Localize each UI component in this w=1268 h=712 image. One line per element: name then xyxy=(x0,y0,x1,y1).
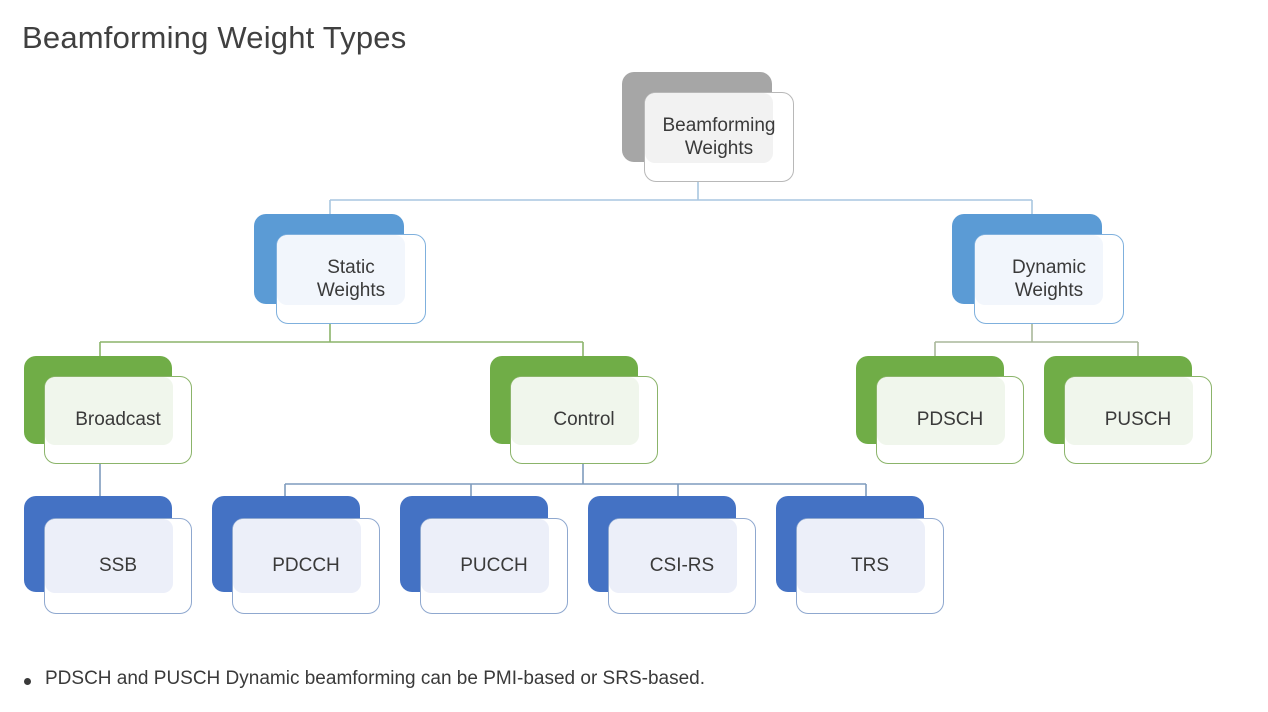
node-pusch[interactable]: PUSCH xyxy=(1044,356,1212,464)
node-label: Dynamic Weights xyxy=(1012,256,1086,301)
node-card-fill xyxy=(1065,377,1193,445)
node-front-card xyxy=(44,518,192,614)
node-front-card xyxy=(232,518,380,614)
node-csi-rs[interactable]: CSI-RS xyxy=(588,496,756,614)
node-front-card xyxy=(608,518,756,614)
node-label: PDSCH xyxy=(916,409,984,431)
node-card-fill xyxy=(45,519,173,593)
node-label: Beamforming Weights xyxy=(662,114,776,159)
node-label: SSB xyxy=(98,555,138,577)
node-card-fill xyxy=(233,519,361,593)
node-front-card xyxy=(276,234,426,324)
connector-dynamic-to-children xyxy=(934,322,1139,356)
node-control[interactable]: Control xyxy=(490,356,658,464)
node-static-weights[interactable]: Static Weights xyxy=(254,214,426,324)
node-front-card xyxy=(420,518,568,614)
node-front-card xyxy=(1064,376,1212,464)
connector-root-to-level2 xyxy=(329,180,1033,216)
node-label: Control xyxy=(553,409,615,431)
node-card-fill xyxy=(277,235,405,305)
node-card-fill xyxy=(877,377,1005,445)
page-title: Beamforming Weight Types xyxy=(22,20,407,55)
node-label: CSI-RS xyxy=(649,555,715,577)
node-card-fill xyxy=(975,235,1103,305)
node-label: Static Weights xyxy=(316,256,386,301)
node-pdsch[interactable]: PDSCH xyxy=(856,356,1024,464)
node-card-fill xyxy=(511,377,639,445)
node-front-card xyxy=(876,376,1024,464)
node-label: Broadcast xyxy=(75,409,161,431)
bullet-list-item: PDSCH and PUSCH Dynamic beamforming can … xyxy=(24,668,705,690)
node-label: PUCCH xyxy=(460,555,528,577)
node-front-card xyxy=(974,234,1124,324)
node-front-card xyxy=(510,376,658,464)
node-card-fill xyxy=(797,519,925,593)
node-card-fill xyxy=(645,93,773,163)
node-broadcast[interactable]: Broadcast xyxy=(24,356,192,464)
node-front-card xyxy=(644,92,794,182)
node-card-fill xyxy=(421,519,549,593)
node-trs[interactable]: TRS xyxy=(776,496,944,614)
node-label: PUSCH xyxy=(1104,409,1172,431)
node-label: PDCCH xyxy=(272,555,340,577)
node-card-fill xyxy=(609,519,737,593)
node-beamforming-weights[interactable]: Beamforming Weights xyxy=(622,72,794,182)
connector-static-to-children xyxy=(99,322,584,356)
connector-control-to-children xyxy=(284,464,867,498)
bullet-dot-icon xyxy=(24,678,31,685)
node-front-card xyxy=(44,376,192,464)
node-pdcch[interactable]: PDCCH xyxy=(212,496,380,614)
node-front-card xyxy=(796,518,944,614)
node-pucch[interactable]: PUCCH xyxy=(400,496,568,614)
node-dynamic-weights[interactable]: Dynamic Weights xyxy=(952,214,1124,324)
node-label: TRS xyxy=(851,555,889,577)
bullet-text: PDSCH and PUSCH Dynamic beamforming can … xyxy=(45,668,705,689)
node-card-fill xyxy=(45,377,173,445)
node-ssb[interactable]: SSB xyxy=(24,496,192,614)
